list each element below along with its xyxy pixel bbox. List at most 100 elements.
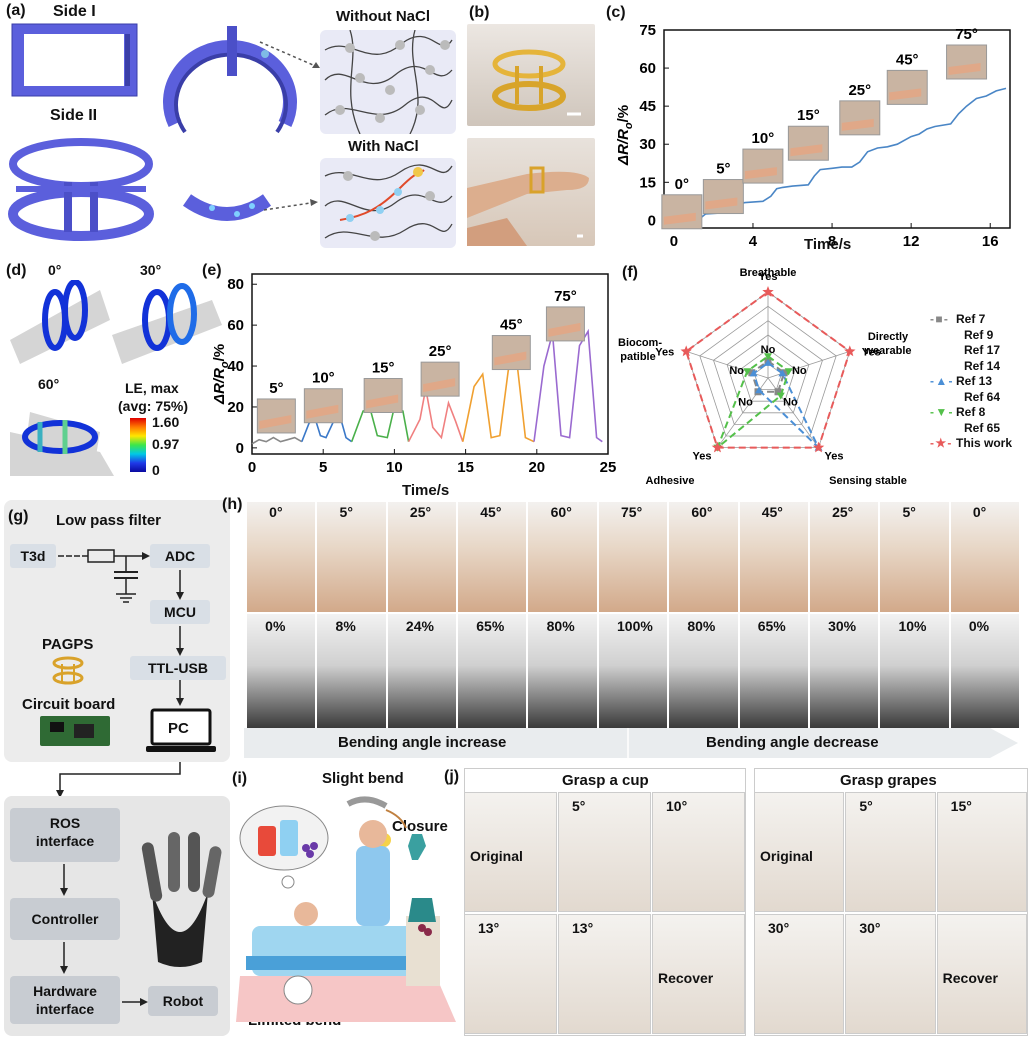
radar-axis-directly: Directly (868, 331, 909, 343)
chart-c-xlabel: Time/s (804, 236, 852, 253)
hand-angle-label: 60° (691, 504, 713, 520)
chart-e-ytick-label: 40 (227, 358, 244, 375)
chart-e-angle-label: 75° (554, 288, 577, 305)
chart-e-angle-label: 10° (312, 370, 335, 387)
radar-yes-label: Yes (759, 271, 778, 283)
robot-hand-photo (458, 614, 527, 728)
hand-photo (739, 502, 808, 612)
grasp-step-label: 30° (859, 920, 881, 936)
hand-angle-label: 5° (339, 504, 353, 520)
radar-yes-label: Yes (655, 346, 674, 358)
panel-e-label: (e) (202, 262, 222, 279)
radar-legend-item: Ref 17 (930, 343, 1030, 359)
chart-e-series-line (251, 436, 303, 445)
ring-photo (467, 24, 595, 126)
grip-percent-label: 30% (828, 618, 857, 634)
mcu-block: MCU (150, 600, 210, 624)
radar-point (755, 386, 764, 394)
chart-c-angle-photo (886, 69, 928, 105)
with-nacl-label: With NaCl (348, 138, 419, 155)
grasp-step-label: 30° (768, 920, 790, 936)
robot-hand-image (141, 832, 222, 967)
grip-percent-label: 80% (546, 618, 575, 634)
radar-no-label: No (761, 344, 776, 356)
radar-point (784, 368, 793, 376)
robot-hand-photo (598, 614, 668, 728)
chart-e-ytick-label: 0 (236, 440, 244, 457)
radar-grid-ring (740, 348, 796, 402)
grip-percent-label: 80% (687, 618, 716, 634)
chart-e-angle-finger (366, 394, 399, 409)
chart-c-angle-finger (663, 212, 696, 225)
hand-angle-label: 60° (550, 504, 572, 520)
chart-c-angle-label: 5° (716, 161, 730, 178)
grasp-step-label: Original (760, 848, 813, 864)
radar-legend-item: Ref 64 (930, 390, 1030, 406)
panel-f-label: (f) (622, 264, 638, 281)
chart-c-angle-finger (790, 144, 823, 157)
pagps-ring-icon (52, 656, 84, 685)
chart-c-angle-label: 75° (955, 26, 978, 43)
chart-e-angle-finger (548, 322, 581, 337)
circuit-board-label: Circuit board (22, 696, 116, 713)
radar-grid-ring (726, 334, 810, 414)
radar-legend-marker: - ▼ - (930, 405, 953, 419)
grasp-step-label: Recover (942, 970, 998, 986)
radar-legend-item: - ▲ -Ref 13 (930, 374, 1030, 390)
grasp-cup-cell (652, 792, 745, 912)
radar-point (680, 345, 692, 357)
chart-c-frame (663, 29, 1011, 229)
bending-increase-label: Bending angle increase (338, 734, 507, 751)
bending-arrow (244, 728, 1018, 758)
grasp-grapes-cell (754, 914, 845, 1034)
controller-block: Controller (10, 898, 120, 940)
pagps-label: PAGPS (42, 636, 94, 653)
chart-c-angle-finger (889, 88, 922, 101)
chart-e-xtick-label: 15 (457, 459, 474, 476)
sim-finger-30 (112, 283, 222, 364)
radar-legend-label: Ref 65 (964, 420, 1001, 435)
panel-i-label: (i) (232, 770, 248, 787)
chart-c-angle-label: 15° (797, 107, 820, 124)
chart-e-ytick-label: 60 (227, 317, 244, 334)
grasp-grapes-cell (754, 792, 845, 912)
chart-e-frame (251, 273, 609, 455)
panel-h-label: (h) (222, 496, 243, 513)
grasp-grapes-cell (936, 914, 1027, 1034)
chart-c-angle-finger (948, 63, 981, 75)
panel-j-label: (j) (444, 768, 460, 785)
radar-legend-label: Ref 7 (956, 312, 986, 326)
side-1-frame (11, 23, 138, 97)
grasp-step-label: 13° (572, 920, 594, 936)
hand-photo (880, 502, 949, 612)
panel-a-label: (a) (6, 2, 26, 19)
side-1-label: Side I (53, 3, 96, 20)
radar-axis-adhesive: Adhesive (646, 475, 695, 487)
panel-d-label: (d) (6, 262, 27, 279)
side-2-label: Side II (50, 107, 98, 124)
radar-legend-item: Ref 9 (930, 328, 1030, 344)
grasp-grapes-title: Grasp grapes (840, 772, 937, 789)
chart-e-ytick-label: 20 (227, 399, 244, 416)
without-nacl-label: Without NaCl (336, 8, 431, 25)
grip-percent-label: 24% (405, 618, 434, 634)
radar-series-polygon (752, 361, 820, 449)
arrow-icon (259, 41, 321, 69)
grasp-cup-cell (558, 914, 651, 1034)
radar-legend-label: This work (956, 436, 1013, 450)
radar-point (764, 358, 772, 366)
circuit-board-image (40, 716, 110, 746)
pc-to-ros-arrow (56, 762, 181, 798)
robot-hand-photo (669, 614, 738, 728)
hand-angle-label: 45° (761, 504, 783, 520)
chart-e-xtick-label: 0 (248, 459, 256, 476)
chart-c-ytick-label: 60 (639, 60, 656, 77)
radar-axis-wearable: wearable (863, 345, 911, 357)
radar-legend-label: Ref 9 (964, 327, 994, 342)
d-angle-60: 60° (38, 376, 60, 392)
radar-point (749, 369, 758, 377)
chart-c-ytick-label: 0 (648, 212, 656, 229)
radar-no-label: No (738, 396, 753, 408)
robot-hand-photo (387, 614, 457, 728)
